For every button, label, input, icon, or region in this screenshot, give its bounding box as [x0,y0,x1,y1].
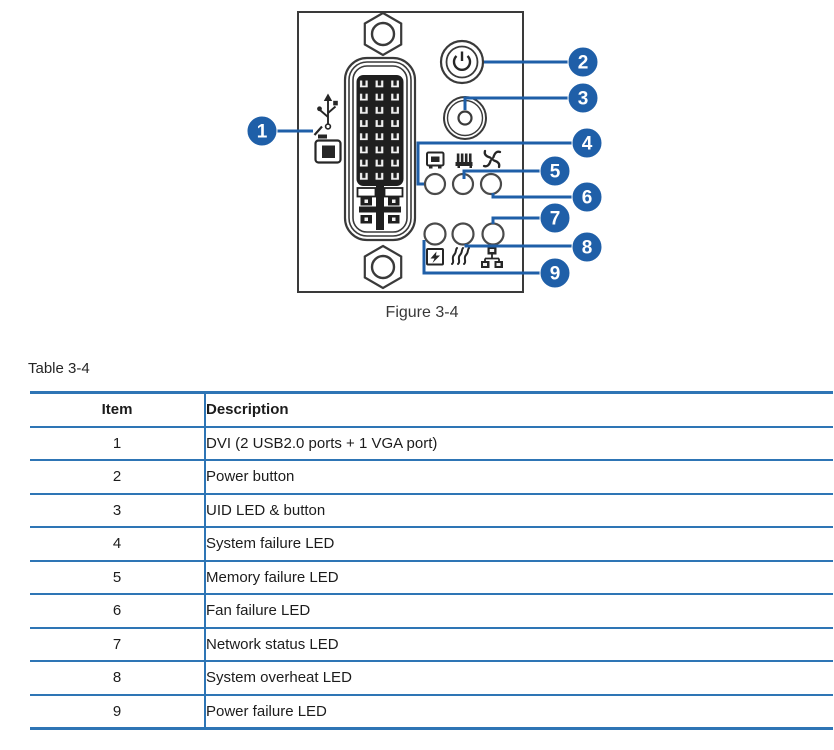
callout-6: 6 [571,181,603,213]
table-header-row: Item Description [30,392,833,427]
svg-text:9: 9 [550,264,561,285]
front-panel-figure: 1 2 3 4 5 6 7 8 [246,11,603,293]
description-cell: System overheat LED [204,660,833,695]
table-row: 7 Network status LED [30,626,833,661]
leader-line-4 [416,141,572,186]
svg-text:8: 8 [582,238,593,259]
callout-4: 4 [571,127,603,159]
description-cell: Power button [204,459,833,494]
spec-table: Item Description 1 DVI (2 USB2.0 ports +… [30,391,833,730]
system-overheat-led [451,222,475,246]
callout-9: 9 [539,257,571,289]
description-cell: Fan failure LED [204,593,833,628]
figure-caption: Figure 3-4 [385,304,459,321]
table-row: 2 Power button [30,459,833,494]
callout-8: 8 [571,231,603,263]
network-status-icon [481,247,503,268]
fan-failure-led [479,172,503,196]
description-cell: UID LED & button [204,492,833,527]
item-cell: 7 [30,626,205,661]
memory-failure-icon [455,153,473,168]
leader-line-7 [491,216,540,224]
description-column-header: Description [204,392,833,427]
table-row: 8 System overheat LED [30,660,833,695]
description-cell: Power failure LED [204,693,833,729]
power-failure-icon [426,248,444,266]
item-cell: 2 [30,459,205,494]
item-column-header: Item [101,401,133,419]
system-overheat-icon [451,247,470,265]
table-row: 5 Memory failure LED [30,559,833,594]
callout-2: 2 [567,46,599,78]
table-row: 6 Fan failure LED [30,593,833,628]
table-row: 4 System failure LED [30,526,833,561]
table-title: Table 3-4 [28,360,90,377]
svg-text:1: 1 [257,122,268,143]
table-row: 3 UID LED & button [30,492,833,527]
leader-line-8 [464,244,572,248]
network-status-led [481,222,505,246]
power-failure-led [423,222,447,246]
description-cell: Network status LED [204,626,833,661]
item-cell: 9 [30,693,205,729]
svg-text:5: 5 [550,162,561,183]
description-cell: Memory failure LED [204,559,833,594]
power-button-icon [439,39,485,85]
item-cell: 6 [30,593,205,628]
item-cell: 4 [30,526,205,561]
item-cell: 5 [30,559,205,594]
system-failure-led [423,172,447,196]
description-cell: System failure LED [204,526,833,561]
usb-icon [317,93,338,130]
item-cell: 8 [30,660,205,695]
leader-line-5 [462,169,540,179]
leader-line-9 [422,240,540,275]
svg-text:4: 4 [582,134,593,155]
svg-text:6: 6 [582,188,593,209]
leader-line-3 [463,96,568,110]
callout-3: 3 [567,82,599,114]
description-cell: DVI (2 USB2.0 ports + 1 VGA port) [204,425,833,460]
led-row-bottom [423,222,505,246]
svg-text:7: 7 [550,209,561,230]
item-cell: 1 [30,425,205,460]
svg-text:3: 3 [578,89,589,110]
screw-icon [363,11,403,57]
led-row-top [423,172,503,196]
item-cell: 3 [30,492,205,527]
callout-7: 7 [539,202,571,234]
callout-leader-lines [277,60,572,275]
table-row: 1 DVI (2 USB2.0 ports + 1 VGA port) [30,425,833,460]
leader-line-6 [491,193,572,199]
callout-5: 5 [539,155,571,187]
callout-1: 1 [246,115,278,147]
svg-text:2: 2 [578,53,589,74]
table-row: 9 Power failure LED [30,693,833,729]
fan-failure-icon [482,149,502,169]
screw-icon [363,244,403,290]
dvi-port-icon [313,125,342,164]
dvi-connector [343,56,417,242]
system-failure-icon [426,151,445,169]
